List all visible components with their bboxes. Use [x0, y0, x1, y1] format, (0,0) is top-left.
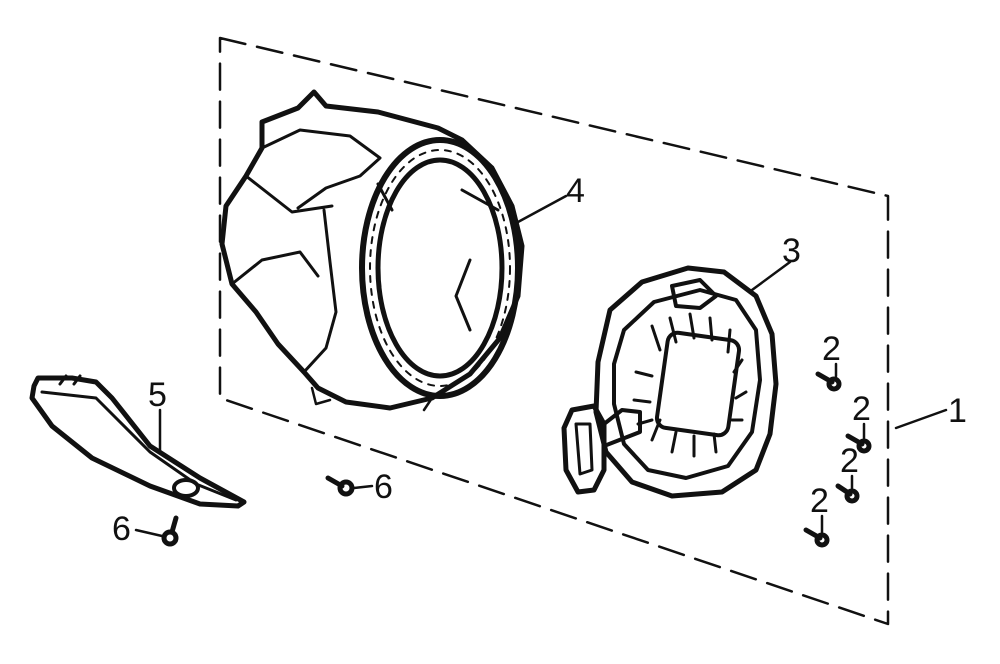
callout-3: 3: [782, 232, 801, 270]
callout-2b: 2: [852, 390, 871, 428]
bolt-2b-icon: [845, 433, 872, 454]
bolt-2d-icon: [803, 527, 830, 548]
bolt-6a-icon: [325, 475, 355, 497]
callout-1: 1: [948, 392, 967, 430]
callout-labels: 1 2 2 2 2 3 4 5 6 6: [112, 172, 967, 548]
bolt-6b-icon: [161, 515, 179, 547]
callout-6a: 6: [374, 468, 393, 506]
guard-plate-part: [29, 374, 247, 509]
callout-5: 5: [148, 376, 167, 414]
bolt-2c-icon: [835, 483, 860, 504]
leader-lines: [134, 194, 948, 538]
callout-2c: 2: [840, 442, 859, 480]
bolt-2a-icon: [815, 371, 842, 392]
callout-4: 4: [566, 172, 585, 210]
fan-shroud-part: [219, 89, 525, 412]
callout-2a: 2: [822, 330, 841, 368]
callout-2d: 2: [810, 482, 829, 520]
callout-6b: 6: [112, 510, 131, 548]
recoil-starter-part: [561, 265, 779, 499]
assembly-boundary: [218, 36, 890, 626]
